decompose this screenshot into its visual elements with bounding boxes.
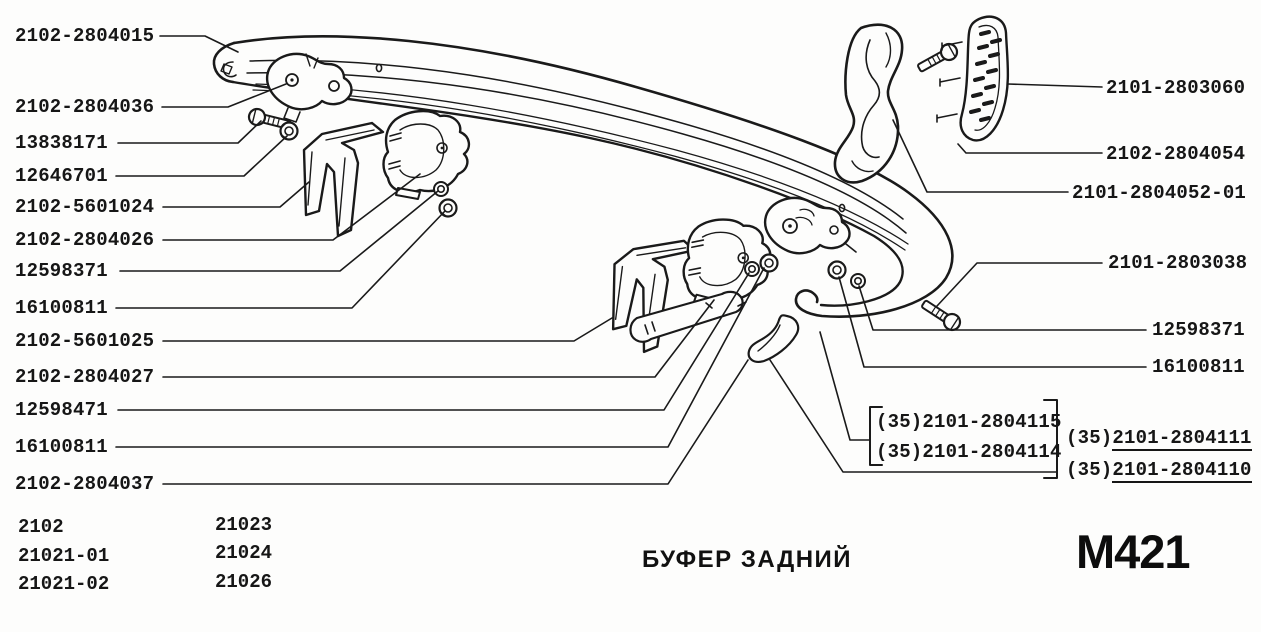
variant-part-callout: (35)2101-2804111 (1066, 427, 1252, 451)
part-callout: 13838171 (15, 132, 108, 154)
hook-bracket (747, 314, 800, 363)
sheet-code: M421 (1076, 525, 1191, 578)
part-callout: 2101-2803038 (1108, 252, 1248, 274)
v-bracket-left (302, 121, 385, 238)
part-callout: 12598471 (15, 399, 108, 421)
part-callout: 16100811 (15, 436, 108, 458)
part-callout: 2102-2804054 (1106, 143, 1246, 165)
variant-number: 2101-2804110 (1112, 459, 1252, 483)
part-callout: 2102-5601024 (15, 196, 155, 218)
part-callout: 12598371 (1152, 319, 1245, 341)
corner-bolt (914, 40, 961, 77)
strap-bracket (629, 290, 747, 343)
part-callout: 12598371 (15, 260, 108, 282)
variant-prefix: (35) (1066, 427, 1113, 449)
model-code: 21024 (215, 542, 273, 564)
drawing-title: БУФЕР ЗАДНИЙ (642, 546, 853, 573)
variant-number: 2101-2804111 (1112, 427, 1252, 451)
variant-prefix: (35) (1066, 459, 1113, 481)
mounting-bracket-center (763, 196, 857, 255)
part-callout: 2102-2804027 (15, 366, 155, 388)
variant-part-callout: (35)2101-2804114 (876, 441, 1062, 463)
part-callout: 12646701 (15, 165, 108, 187)
model-code: 21026 (215, 571, 273, 593)
model-code: 2102 (18, 516, 64, 538)
corner-buffer (833, 23, 904, 184)
part-callout: 2101-2803060 (1106, 77, 1246, 99)
part-callout: 2102-2804015 (15, 25, 155, 47)
bumper-blade (212, 35, 954, 318)
variant-part-callout: (35)2101-2804110 (1066, 459, 1252, 483)
model-code: 21023 (215, 514, 273, 536)
model-code: 21021-01 (18, 545, 110, 567)
part-callout: 2101-2804052-01 (1072, 182, 1247, 204)
nut-left (279, 121, 299, 141)
part-callout: 2102-2804026 (15, 229, 155, 251)
perforated-plate (936, 15, 1010, 142)
variant-part-callout: (35)2101-2804115 (876, 411, 1062, 433)
variant-brackets (869, 399, 1058, 479)
part-callout: 16100811 (15, 297, 108, 319)
part-callout: 16100811 (1152, 356, 1245, 378)
mounting-bracket-left (265, 52, 353, 123)
support-bracket-left (382, 109, 471, 201)
part-callout: 2102-2804037 (15, 473, 155, 495)
part-callout: 2102-5601025 (15, 330, 155, 352)
leader-lines (115, 35, 1147, 485)
model-code: 21021-02 (18, 573, 110, 595)
part-callout: 2102-2804036 (15, 96, 155, 118)
nut-washer-right (827, 260, 866, 289)
